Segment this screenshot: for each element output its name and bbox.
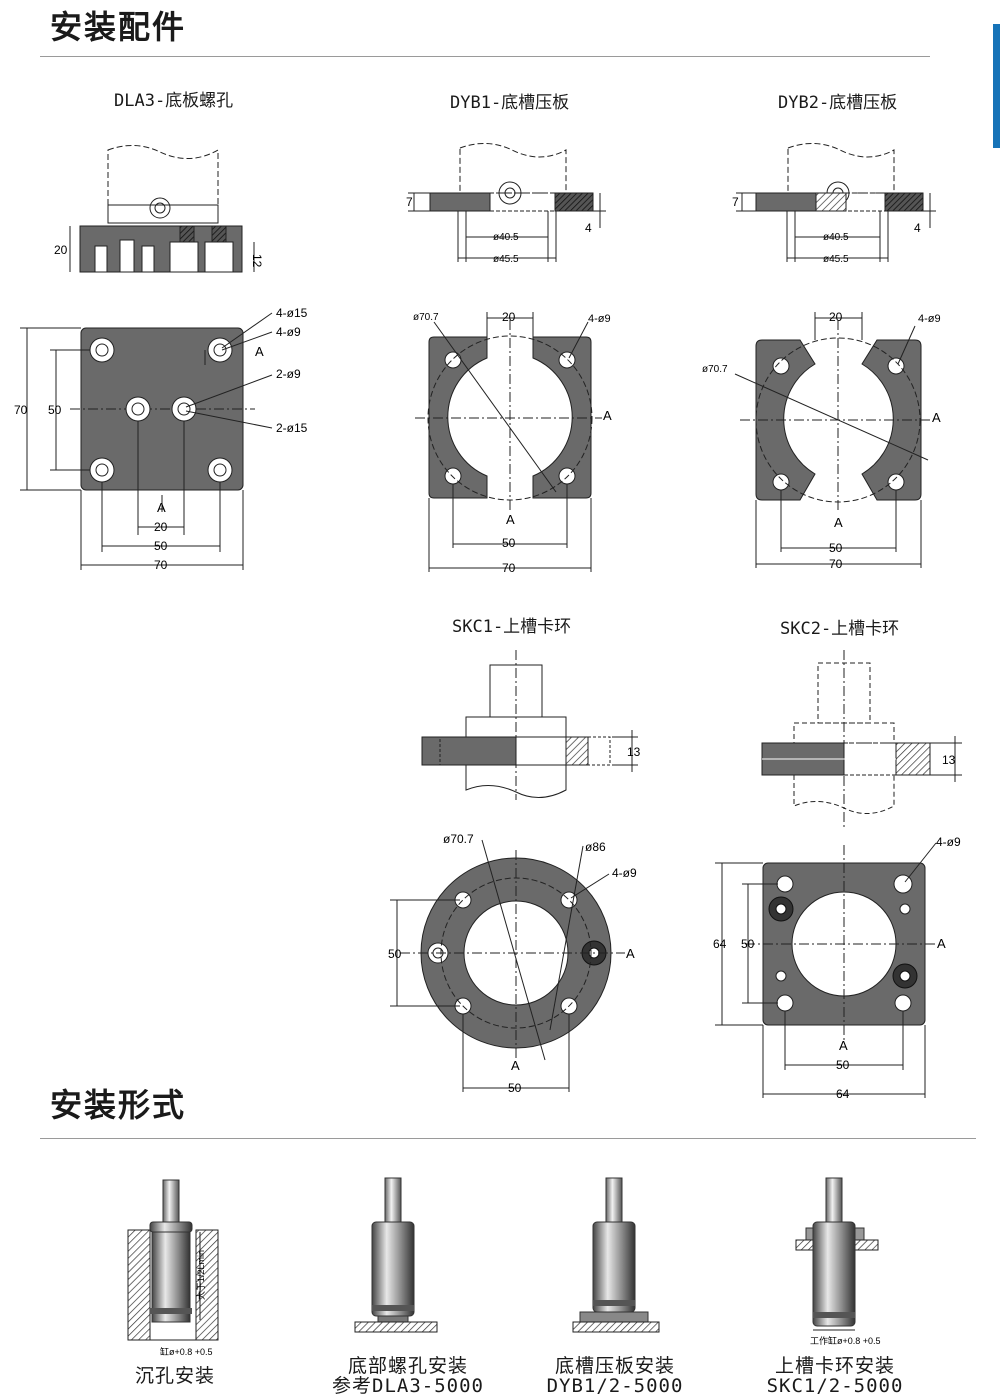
dyb1-dim-45-5: ø45.5: [493, 254, 519, 265]
skc2-dim-50-h: 50: [836, 1058, 850, 1072]
section-divider: [40, 1138, 976, 1139]
dyb1-section-a-right: A: [603, 408, 612, 423]
dyb2-section-a-right: A: [932, 410, 941, 425]
dyb1-dim-40-5: ø40.5: [493, 232, 519, 243]
mount-caption-bottom-screw: 底部螺孔安装 参考DLA3-5000: [318, 1356, 498, 1396]
skc2-section-a-right: A: [937, 936, 946, 951]
skc1-side-view: [421, 650, 638, 800]
mount-caption-line2: DYB1/2-5000: [546, 1375, 684, 1397]
part-title-dyb2: DYB2-底槽压板: [778, 93, 898, 113]
skc1-label-4-9: 4-ø9: [612, 866, 637, 880]
part-title-dyb1: DYB1-底槽压板: [450, 93, 570, 113]
dyb1-dim-70: 70: [502, 561, 516, 575]
mount-caption-line1: 底槽压板安装: [554, 1355, 675, 1377]
dla3-label-2-15: 2-ø15: [276, 421, 308, 435]
skc2-section-a-bottom: A: [839, 1038, 848, 1053]
part-title-skc1: SKC1-上槽卡环: [452, 617, 572, 637]
dla3-label-4-9: 4-ø9: [276, 325, 301, 339]
mount-top-ring-illustration: [795, 1177, 879, 1331]
mount-caption-line2: SKC1/2-5000: [766, 1375, 904, 1397]
mount4-tolerance: 工作缸ø+0.8 +0.5: [810, 1335, 881, 1346]
dla3-dim-70-h: 70: [154, 558, 168, 572]
dla3-dim-20-h: 20: [154, 520, 168, 534]
dyb1-dim-4: 4: [585, 221, 592, 235]
dyb2-side-view: [736, 143, 936, 262]
part-title-dla3: DLA3-底板螺孔: [114, 91, 234, 111]
skc2-dim-64-v: 64: [713, 937, 727, 951]
mount-caption-line1: 底部螺孔安装: [347, 1355, 468, 1377]
section-title-accessories: 安装配件: [50, 8, 187, 46]
mount-caption-line1: 上槽卡环安装: [774, 1355, 895, 1377]
skc1-plan-view: [390, 839, 625, 1092]
mount-caption-line2: 参考DLA3-5000: [332, 1375, 484, 1397]
dla3-dim-70-v: 70: [14, 403, 28, 417]
dla3-dim-12: 12: [250, 254, 264, 268]
part-title-skc2: SKC2-上槽卡环: [780, 619, 900, 639]
dla3-section-a-bottom: A: [157, 500, 166, 515]
skc2-label-4-9: 4-ø9: [936, 835, 961, 849]
dyb1-dim-50: 50: [502, 536, 516, 550]
dyb2-dim-20: 20: [829, 310, 843, 324]
dyb2-dim-70-7: ø70.7: [702, 364, 728, 375]
mount-caption-line1: 沉孔安装: [134, 1365, 215, 1387]
skc2-dim-64-h: 64: [836, 1087, 850, 1101]
skc1-dim-50-v: 50: [388, 947, 402, 961]
mount-counterbore-illustration: [127, 1179, 219, 1341]
mount-caption-counterbore: 沉孔安装: [100, 1366, 250, 1386]
skc1-section-a-right: A: [626, 946, 635, 961]
skc2-dim-50-v: 50: [741, 937, 755, 951]
dla3-label-4-15: 4-ø15: [276, 306, 308, 320]
dla3-dim-50-h: 50: [154, 539, 168, 553]
mount1-depth-note: 大于1/2Lmin: [195, 1250, 206, 1300]
skc2-dim-13: 13: [942, 753, 956, 767]
mount1-tolerance: 缸ø+0.8 +0.5: [160, 1346, 213, 1357]
dla3-plan-view: [20, 312, 273, 570]
skc1-dim-70-7: ø70.7: [443, 832, 474, 846]
dyb2-plan-view: [734, 312, 930, 568]
dla3-section-a-right: A: [255, 344, 264, 359]
dyb1-label-4-9: 4-ø9: [588, 313, 611, 325]
dyb2-dim-50: 50: [829, 541, 843, 555]
dyb1-plan-view: [415, 312, 602, 572]
dyb2-label-4-9: 4-ø9: [918, 313, 941, 325]
dla3-label-2-9: 2-ø9: [276, 367, 301, 381]
dyb2-dim-7: 7: [732, 195, 739, 209]
skc2-side-view: [761, 650, 962, 830]
dla3-dim-50-v: 50: [48, 403, 62, 417]
side-tab-marker: [993, 24, 1000, 148]
dyb1-dim-70-7: ø70.7: [413, 312, 439, 323]
mount-bottom-clamp-illustration: [572, 1177, 660, 1333]
dyb2-dim-40-5: ø40.5: [823, 232, 849, 243]
dyb1-dim-20: 20: [502, 310, 516, 324]
dyb2-dim-45-5: ø45.5: [823, 254, 849, 265]
mount-bottom-screw-illustration: [354, 1177, 438, 1333]
skc1-dim-50-h: 50: [508, 1081, 522, 1095]
skc1-dim-86: ø86: [585, 840, 606, 854]
section-title-mounting: 安装形式: [50, 1086, 187, 1124]
mount-caption-top-ring: 上槽卡环安装 SKC1/2-5000: [750, 1356, 920, 1396]
mount-caption-bottom-clamp: 底槽压板安装 DYB1/2-5000: [530, 1356, 700, 1396]
dyb2-dim-70: 70: [829, 557, 843, 571]
dyb1-dim-7: 7: [406, 195, 413, 209]
section-divider: [40, 56, 930, 57]
skc1-section-a-bottom: A: [511, 1058, 520, 1073]
skc1-dim-13: 13: [627, 745, 641, 759]
dla3-dim-20: 20: [54, 243, 68, 257]
dyb1-section-a-bottom: A: [506, 512, 515, 527]
dyb2-section-a-bottom: A: [834, 515, 843, 530]
dla3-side-view: [69, 145, 255, 273]
skc2-plan-view: [715, 842, 938, 1098]
dyb1-side-view: [408, 143, 606, 262]
dyb2-dim-4: 4: [914, 221, 921, 235]
